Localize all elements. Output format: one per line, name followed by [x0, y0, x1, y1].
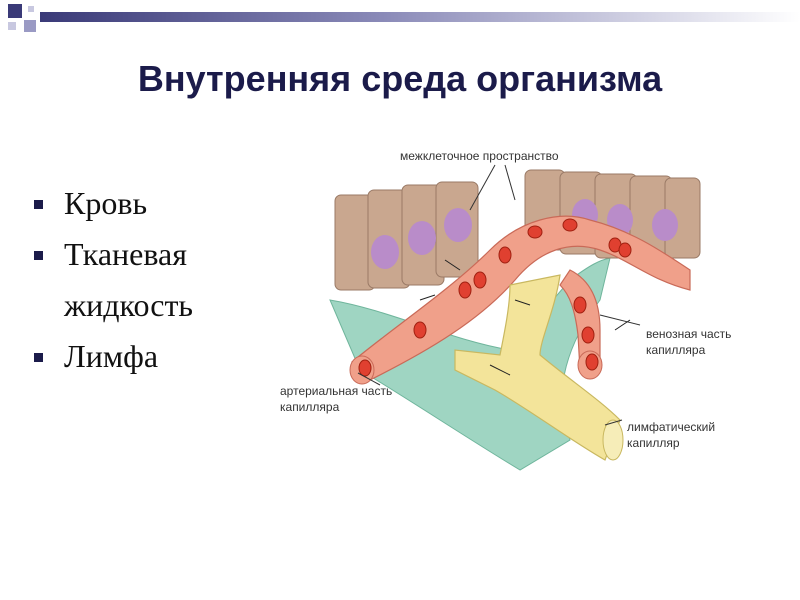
bullet-item: Кровь: [28, 178, 288, 229]
capillary-diagram: межклеточное пространство венозная часть…: [280, 149, 731, 471]
label-arterial-part-2: капилляра: [280, 400, 340, 414]
bullet-square-icon: [34, 251, 43, 260]
header-decoration: [8, 4, 800, 32]
bullet-item: Тканевая: [28, 229, 288, 280]
label-arterial-part: артериальная часть: [280, 384, 392, 398]
tissue-cells-left: [334, 181, 479, 291]
bullet-list: Кровь Тканевая жидкость Лимфа: [28, 178, 288, 382]
label-lymphatic-capillary-2: капилляр: [627, 436, 680, 450]
label-venous-part: венозная часть: [646, 327, 731, 341]
bullet-item: Лимфа: [28, 331, 288, 382]
label-lymphatic-capillary: лимфатический: [627, 420, 715, 434]
bullet-square-icon: [34, 200, 43, 209]
red-blood-cells: [358, 218, 632, 377]
bullet-square-icon: [34, 353, 43, 362]
lymph-opening: [602, 419, 624, 461]
label-intercellular-space: межклеточное пространство: [400, 149, 559, 163]
label-leaders: [357, 164, 641, 426]
label-venous-part-2: капилляра: [646, 343, 706, 357]
bullet-item-continuation: жидкость: [64, 287, 194, 323]
lymphatic-capillary: [454, 274, 621, 461]
slide-title: Внутренняя среда организма: [137, 58, 663, 99]
